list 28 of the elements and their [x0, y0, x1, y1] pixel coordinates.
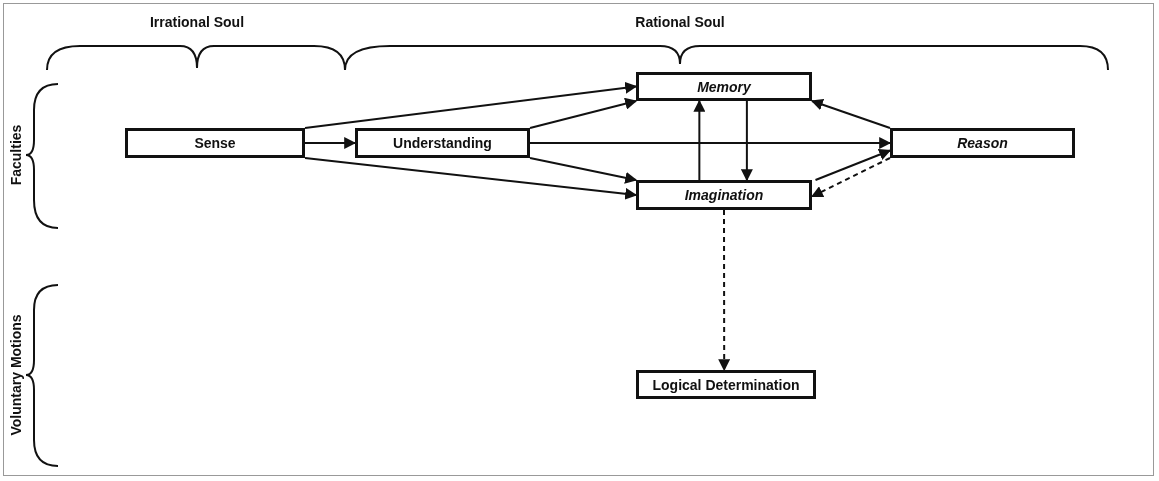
arrow [810, 98, 891, 129]
box-label: Imagination [684, 187, 764, 203]
arrow [693, 99, 706, 181]
process-box [890, 128, 1075, 158]
arrow [718, 209, 731, 372]
box-label: Understanding [393, 135, 492, 151]
arrow [529, 97, 638, 129]
process-box [636, 72, 812, 101]
box-label: Memory [697, 78, 751, 95]
arrow [304, 137, 357, 149]
column-label: Irrational Soul [149, 14, 245, 30]
arrow [304, 81, 638, 129]
arrow [304, 157, 638, 200]
row-label: Voluntary Motions [8, 314, 24, 436]
arrow [814, 148, 892, 181]
arrow [740, 100, 753, 182]
arrow [810, 157, 891, 198]
column-label: Rational Soul [635, 14, 725, 30]
arrow [529, 137, 892, 149]
arrow [529, 157, 638, 184]
box-label: Logical Determination [652, 376, 800, 393]
process-box [125, 128, 305, 158]
box-label: Reason [957, 135, 1008, 151]
process-box [636, 370, 816, 399]
row-label: Faculties [8, 124, 24, 186]
process-box [355, 128, 530, 158]
process-box [636, 180, 812, 210]
box-label: Sense [194, 135, 236, 151]
